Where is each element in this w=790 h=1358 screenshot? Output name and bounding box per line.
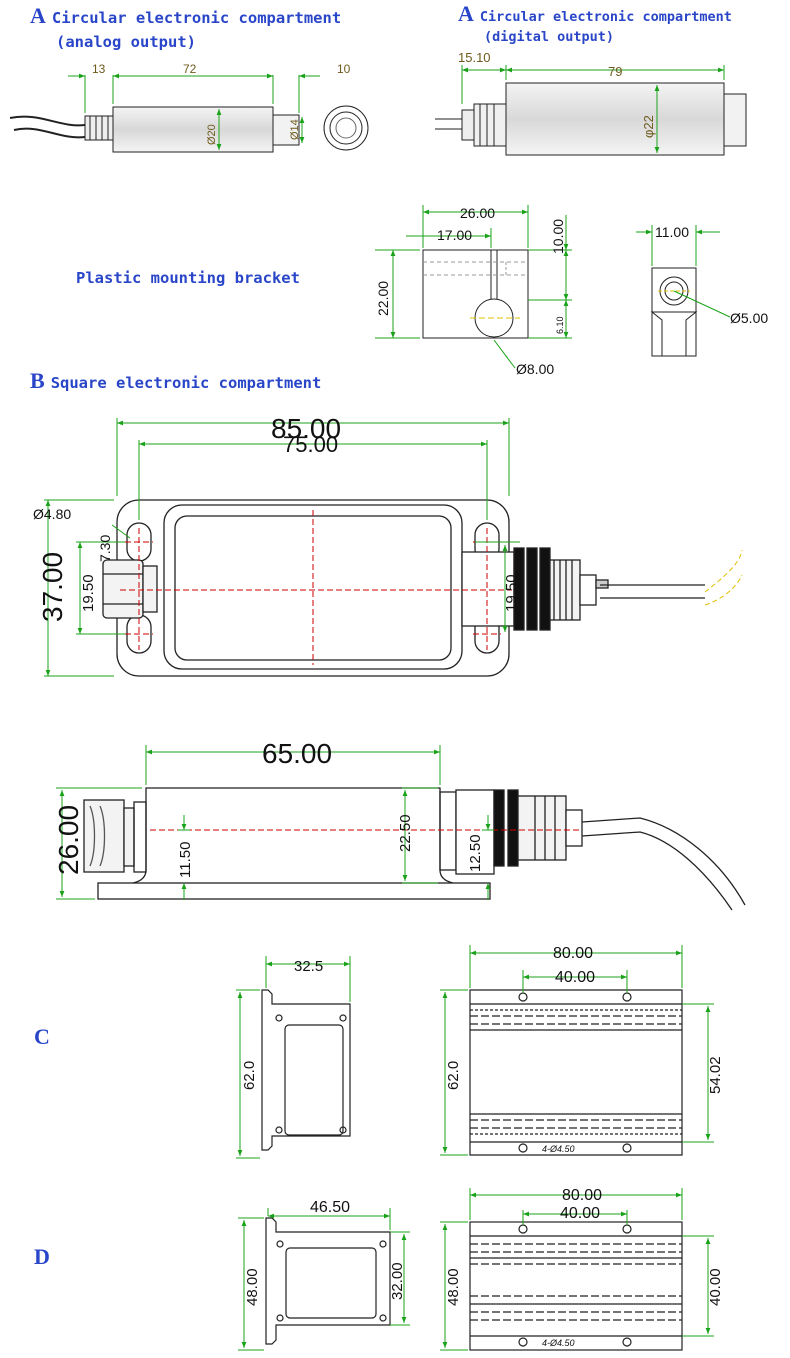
bracket-height-dim: 22.00 <box>375 281 391 316</box>
c-side-view <box>261 989 351 1151</box>
d-front-inner-dim: 40.00 <box>707 1268 724 1306</box>
header-line1: Square electronic compartment <box>50 374 322 392</box>
c-front-inner-dim: 54.02 <box>707 1056 724 1094</box>
d-front-pitch-dim: 40.00 <box>560 1205 600 1222</box>
c-front-pitch-dim: 40.00 <box>555 969 595 986</box>
header-line1: Circular electronic compartment <box>479 9 732 25</box>
square-hole-dia-dim: Ø4.80 <box>33 506 71 522</box>
bracket-hole-dim: Ø8.00 <box>516 361 554 377</box>
d-front-height-dim: 48.00 <box>445 1268 462 1306</box>
bracket-side-drawing <box>650 267 698 357</box>
square-side-height-dim: 26.00 <box>53 805 84 875</box>
square-pitch-left-dim: 19.50 <box>80 574 97 612</box>
bracket-side-width-dim: 11.00 <box>655 224 689 240</box>
bracket-bottom-dim: 6.10 <box>555 316 565 334</box>
c-side-width-dim: 32.5 <box>294 958 323 975</box>
d-front-width-dim: 80.00 <box>562 1187 602 1204</box>
d-side-inner-dim: 32.00 <box>389 1262 406 1300</box>
digital-dia-dim: φ22 <box>641 115 656 138</box>
section-d-label: D <box>34 1244 50 1269</box>
square-top-view <box>102 499 705 677</box>
header-analog: A Circular electronic compartment (analog… <box>30 4 341 54</box>
analog-sensor-drawing <box>9 105 369 153</box>
digital-cable-dim: 15.10 <box>458 50 491 65</box>
square-conn-dim: 12.50 <box>467 834 484 872</box>
digital-length-dim: 79 <box>608 64 622 79</box>
header-line2: (analog output) <box>56 33 196 51</box>
bracket-width-dim: 26.00 <box>460 205 495 221</box>
d-front-holes-dim: 4-Ø4.50 <box>542 1338 575 1348</box>
header-bracket: Plastic mounting bracket <box>76 269 300 287</box>
header-letter: B <box>30 368 45 393</box>
square-gland-dim: 11.50 <box>177 842 194 878</box>
c-front-width-dim: 80.00 <box>553 945 593 962</box>
header-digital: A Circular electronic compartment (digita… <box>458 1 732 47</box>
header-line1: Circular electronic compartment <box>51 9 342 27</box>
analog-length-dim: 72 <box>183 62 197 76</box>
bracket-slot-dim: 17.00 <box>437 227 472 243</box>
analog-plug-dia-dim: Ø14 <box>289 119 301 140</box>
digital-sensor-drawing <box>435 82 747 156</box>
header-square: B Square electronic compartment <box>30 368 321 394</box>
square-pitch-right-dim: 19.50 <box>503 574 520 612</box>
d-side-width-dim: 46.50 <box>310 1199 350 1216</box>
bracket-top-dim: 10.00 <box>550 219 566 254</box>
d-side-view <box>265 1217 391 1345</box>
square-side-view <box>83 787 746 911</box>
d-side-height-dim: 48.00 <box>244 1268 261 1306</box>
d-front-view <box>469 1221 683 1351</box>
square-height-dim: 37.00 <box>37 552 68 622</box>
square-hole-offset-dim: 7.30 <box>97 535 113 562</box>
header-text: Plastic mounting bracket <box>76 269 300 287</box>
analog-plug-dim: 10 <box>337 62 351 76</box>
section-c-label: C <box>34 1024 50 1049</box>
square-outer-width-dim: 85.00 <box>271 413 341 444</box>
bracket-side-hole-dim: Ø5.00 <box>730 310 768 326</box>
c-front-holes-dim: 4-Ø4.50 <box>542 1144 575 1154</box>
header-line2: (digital output) <box>484 29 615 45</box>
c-front-view <box>469 989 683 1156</box>
analog-dia-dim: Ø20 <box>206 124 218 145</box>
square-side-length-dim: 65.00 <box>262 738 332 769</box>
analog-cable-dim: 13 <box>92 62 106 76</box>
header-letter: A <box>458 1 474 26</box>
c-side-height-dim: 62.0 <box>241 1061 258 1090</box>
c-front-height-dim: 62.0 <box>445 1061 462 1090</box>
square-body-dim: 22.50 <box>397 814 414 852</box>
square-inner-width-dim: 75.00 <box>283 432 338 457</box>
header-letter: A <box>30 3 46 28</box>
bracket-front-drawing <box>422 249 529 339</box>
